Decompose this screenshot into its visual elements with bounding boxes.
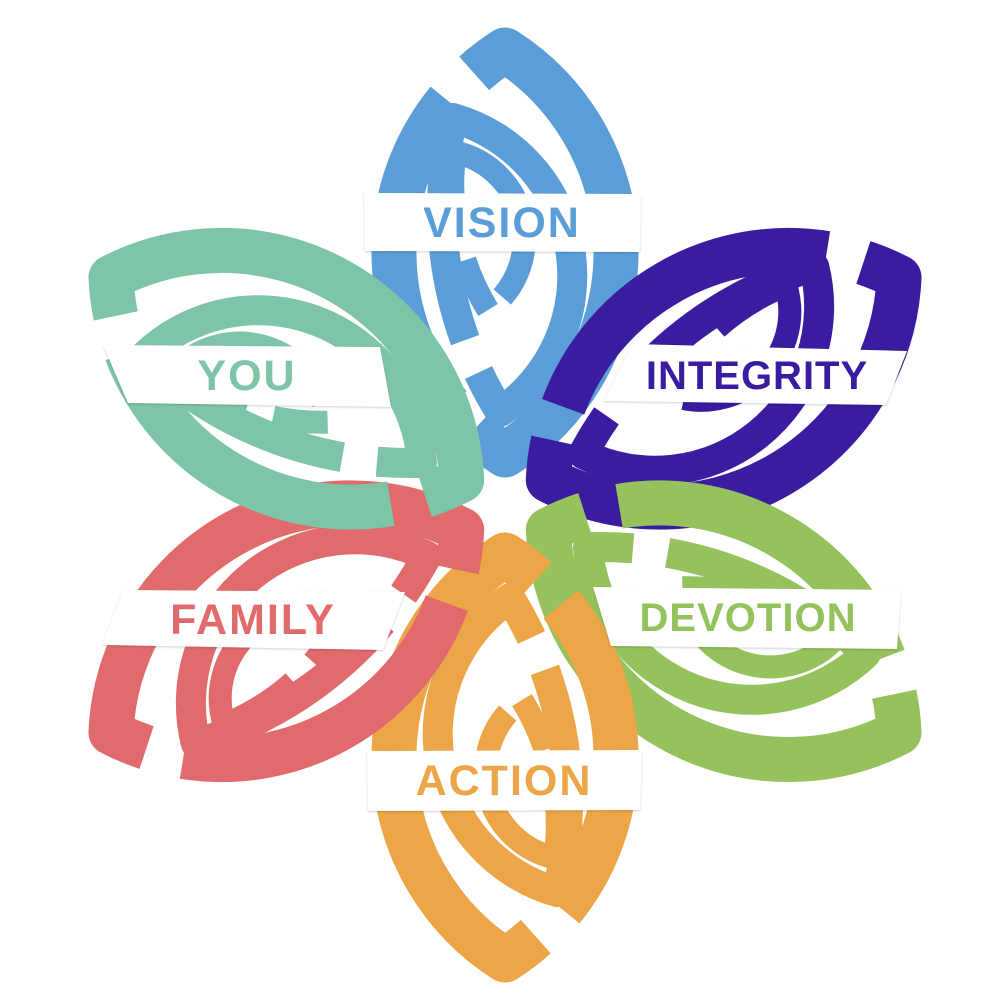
devotion-banner (593, 587, 901, 649)
action-label: ACTION (416, 757, 593, 805)
vision-label: VISION (423, 199, 581, 247)
integrity-label: INTEGRITY (646, 354, 868, 398)
integrity-banner (604, 344, 907, 405)
devotion-label: DEVOTION (640, 596, 857, 640)
family-label: FAMILY (170, 596, 336, 644)
you-banner (103, 345, 391, 407)
you-label: YOU (197, 352, 296, 400)
action-banner (367, 750, 642, 811)
vision-banner (364, 193, 641, 252)
family-banner (102, 590, 405, 650)
